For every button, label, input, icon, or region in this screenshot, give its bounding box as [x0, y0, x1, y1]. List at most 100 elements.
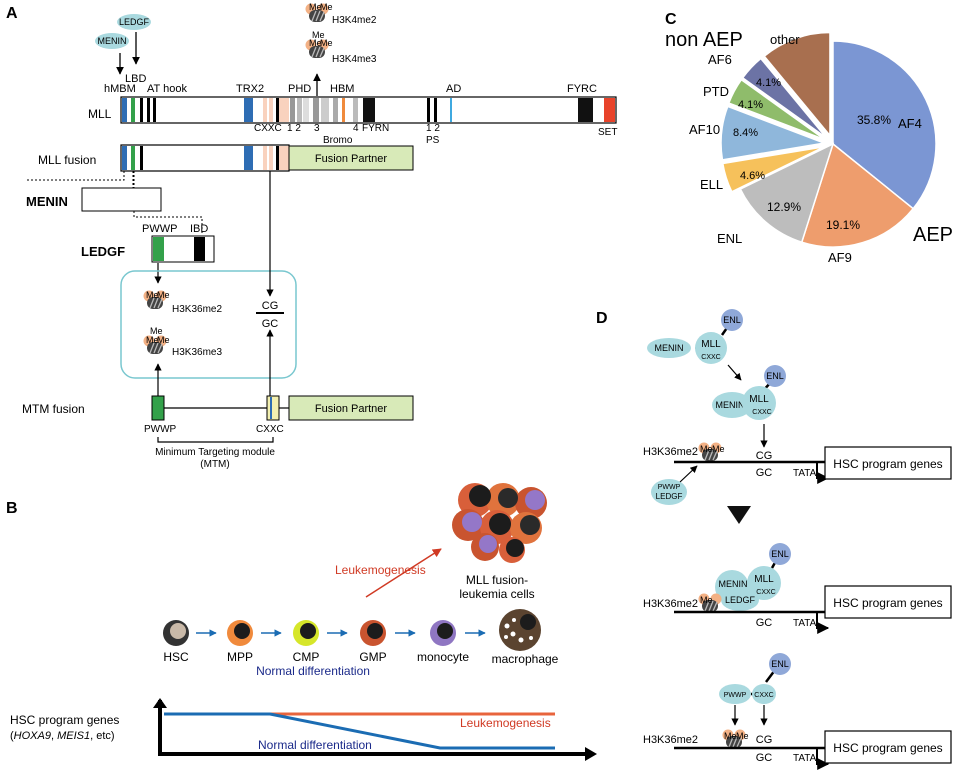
d2-menin-label: MENIN — [716, 400, 745, 410]
mtm-pwwp-label: PWWP — [144, 424, 177, 435]
phd-3-label: 3 — [314, 123, 320, 134]
gmp-cell — [360, 620, 386, 646]
d2-hsc-program-label: HSC program genes — [833, 457, 942, 471]
hmbm-label: hMBM — [104, 83, 136, 95]
ledgf-label: LEDGF — [119, 17, 150, 27]
h3k36me2-label: H3K36me2 — [172, 304, 222, 315]
d4-enl-label: ENL — [771, 659, 789, 669]
d2-pwwp-label: PWWP — [658, 484, 681, 491]
d2-ledgf-ellipse — [651, 479, 687, 505]
d3-tss-arrow — [816, 612, 830, 634]
etc-label: , etc) — [90, 730, 114, 742]
cell-label-gmp: GMP — [359, 650, 386, 664]
mll-fusion-partner-box — [288, 145, 414, 171]
mtm-pwwp-domain — [151, 395, 165, 421]
panel-c-label: C — [665, 11, 677, 28]
d4-pwwp-label: PWWP — [724, 692, 747, 699]
d2-me-2: Me — [712, 444, 725, 454]
d3-gc-label: GC — [756, 617, 773, 629]
h3k36me3-me-2: Me — [157, 335, 170, 345]
fyrn-label: FYRN — [362, 123, 389, 134]
menin-ellipse — [95, 33, 129, 49]
h3k4me3-me-2: Me — [320, 38, 333, 48]
big-down-arrow — [727, 506, 751, 524]
panel-d: D MENIN ENL MLL CXXC ENL MENIN MLL CXXC … — [596, 309, 952, 770]
cg-label: CG — [262, 300, 279, 312]
pie-slice-other — [763, 31, 831, 138]
d1-enl-label: ENL — [723, 315, 741, 325]
hsc-program-label-2: (HOXA9, MEIS1, etc) — [10, 730, 115, 742]
menin-box — [81, 187, 162, 212]
d3-tata-label: TATA — [793, 618, 817, 629]
d4-tss-arrow — [816, 748, 830, 770]
d2-h3k36me2-label: H3K36me2 — [643, 446, 698, 458]
panel-b-label: B — [6, 500, 18, 517]
leukemia-cell-cluster — [452, 483, 547, 563]
pie-value-enl: 12.9% — [767, 200, 801, 214]
hbm-label: HBM — [330, 83, 354, 95]
mtm-fusion-label: MTM fusion — [22, 402, 85, 416]
ibd-label: IBD — [190, 223, 208, 235]
pie-value-ptd: 4.1% — [738, 99, 763, 111]
cell-label-macrophage: macrophage — [492, 652, 559, 666]
d1-menin-label: MENIN — [655, 343, 684, 353]
h3k4me2-label: H3K4me2 — [332, 15, 377, 26]
mll-fusion-label: MLL fusion — [38, 153, 96, 167]
aep-label: AEP — [913, 224, 953, 246]
fyrc-label: FYRC — [567, 83, 597, 95]
d4-hsc-program-label: HSC program genes — [833, 741, 942, 755]
pie-value-af10: 8.4% — [733, 127, 758, 139]
normal-differentiation-label: Normal differentiation — [256, 664, 370, 678]
d1-cxxc-label: CXXC — [701, 354, 720, 361]
d2-tss-arrow — [816, 462, 830, 484]
trx2-label: TRX2 — [236, 83, 264, 95]
d3-ledgf-ellipse — [721, 589, 759, 611]
cell-label-monocyte: monocyte — [417, 650, 469, 664]
d1-enl-circle — [721, 309, 743, 331]
d2-ledgf-arrow — [679, 465, 698, 483]
mtm-cxxc-label: CXXC — [256, 424, 284, 435]
d1-menin-ellipse — [647, 338, 691, 358]
ledgf-box-label: LEDGF — [81, 244, 125, 259]
ps-nums-label: 1 2 — [426, 123, 440, 134]
leukemogenesis-label: Leukemogenesis — [335, 563, 426, 577]
panel-a-label: A — [6, 5, 18, 22]
mtm-caption-2: (MTM) — [200, 459, 229, 470]
macrophage-cell — [499, 609, 541, 651]
ledgf-dotted-link — [133, 171, 203, 233]
d4-cg-label: CG — [756, 734, 773, 746]
graph-leukemogenesis-label: Leukemogenesis — [460, 716, 551, 730]
mtm-caption-1: Minimum Targeting module — [155, 447, 275, 458]
ledgf-ibd-domain — [194, 237, 205, 261]
meis1-label: MEIS1 — [57, 730, 90, 742]
ps-label: PS — [426, 135, 440, 146]
panel-c: C non AEP AEP AF4 AF9 ENL ELL AF10 PTD A… — [665, 11, 953, 265]
mtm-fusion-partner-label: Fusion Partner — [315, 403, 387, 415]
pie-category-enl: ENL — [717, 231, 742, 246]
pie-category-af9: AF9 — [828, 250, 852, 265]
mll-fusion-bar — [120, 144, 290, 172]
pie-slice-af9 — [800, 142, 915, 248]
cxxc-label: CXXC — [254, 123, 282, 134]
d4-tata-label: TATA — [793, 753, 817, 764]
normal-differentiation-line — [164, 712, 555, 750]
d4-me-2: Me — [736, 731, 749, 741]
d3-h3k36me2-label: H3K36me2 — [643, 598, 698, 610]
d4-cxxc-label: CXXC — [754, 692, 773, 699]
mtm-fusion-partner-box — [288, 395, 414, 421]
mtm-cxxc-domain — [266, 395, 280, 421]
leukemia-cells-label-2: leukemia cells — [459, 587, 534, 601]
d4-enl-circle — [769, 653, 791, 675]
d2-mll-ellipse — [742, 386, 776, 420]
pie-value-af4: 35.8% — [857, 113, 891, 127]
hsc-program-label-1: HSC program genes — [10, 713, 119, 727]
pie-category-ptd: PTD — [703, 84, 729, 99]
ledgf-ellipse — [117, 14, 151, 30]
phd-nums-label: 1 2 — [287, 123, 301, 134]
hoxa9-label: HOXA9 — [14, 730, 51, 742]
pie-value-af9: 19.1% — [826, 218, 860, 232]
d1-mll-ellipse — [695, 332, 727, 364]
hsc-cell — [163, 620, 189, 646]
mtm-bracket — [157, 437, 274, 443]
cmp-cell — [293, 620, 319, 646]
